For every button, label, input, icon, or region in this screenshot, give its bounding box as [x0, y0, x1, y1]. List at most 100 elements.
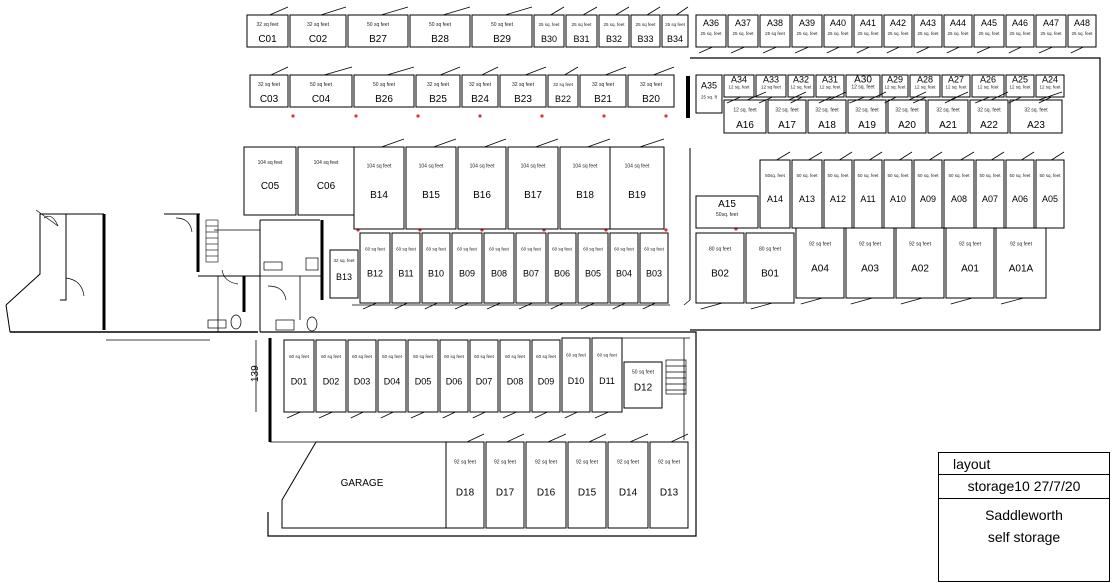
unit-id: B29: [493, 34, 511, 45]
unit-door: [750, 302, 773, 310]
unit-outline: [767, 99, 807, 134]
unit-id: B34: [667, 34, 683, 44]
unit-id: A06: [1012, 194, 1028, 204]
unit-id: B03: [646, 268, 662, 278]
unit-outline: [695, 14, 727, 48]
unit-door: [869, 151, 883, 161]
unit-area: 92 sq feet: [959, 242, 982, 248]
unit-id: B24: [471, 94, 489, 105]
unit-id: B28: [431, 34, 449, 45]
unit-outline: [791, 14, 823, 48]
unit-outline: [451, 232, 483, 304]
unit-outline: [969, 99, 1009, 134]
unit-door: [929, 151, 943, 161]
unit-area: 104 sq feet: [573, 164, 598, 170]
unit-area: 12 sq. feet: [1009, 85, 1031, 90]
unit-id: A36: [703, 18, 719, 28]
unit-area: 104 sq feet: [419, 164, 444, 170]
door-markers: [291, 114, 738, 232]
unit-door: [386, 66, 415, 76]
unit-door: [1051, 151, 1065, 161]
unit-id: D18: [456, 487, 475, 498]
unit-area: 50 sq. feet: [827, 173, 849, 178]
unit-id: A05: [1042, 194, 1058, 204]
unit-area: 12 sq. feet: [819, 85, 841, 90]
unit-area: 104 sq feet: [367, 164, 392, 170]
unit-door: [410, 411, 425, 419]
unit-outline: [971, 74, 1005, 98]
unit-door: [588, 433, 607, 443]
unit-area: 60 sq feet: [426, 247, 447, 252]
unit-id: B25: [429, 94, 447, 105]
unit-id: B05: [585, 268, 601, 278]
unit-door: [580, 302, 595, 310]
unit-area: 12 sq. feet: [914, 85, 936, 90]
unit-outline: [630, 14, 661, 48]
unit-outline: [695, 74, 723, 114]
unit-door: [916, 46, 930, 54]
title-company: Saddleworth self storage: [938, 498, 1110, 582]
unit-outline: [723, 74, 755, 98]
unit-outline: [639, 232, 669, 304]
unit-outline: [469, 339, 499, 413]
unit-door: [788, 91, 807, 101]
unit-door: [518, 302, 533, 310]
unit-door: [1038, 46, 1053, 54]
unit-door: [454, 302, 469, 310]
unit-id: B27: [369, 34, 387, 45]
garage-label: GARAGE: [341, 478, 384, 489]
unit-id: A09: [920, 194, 936, 204]
unit-area: 32 sq feet: [592, 82, 615, 88]
unit-area: 50 sq. feet: [948, 173, 970, 178]
unit-area: 60 sq feet: [321, 354, 342, 359]
unit-outline: [598, 14, 630, 48]
unit-outline: [995, 227, 1047, 299]
unit-area: 60 sq feet: [365, 247, 386, 252]
unit-outline: [695, 232, 745, 304]
unit-area: 60 sq feet: [396, 247, 417, 252]
unit-door: [899, 151, 913, 161]
unit-area: 60 sq feet: [644, 247, 665, 252]
unit-area: 25 sq feet: [572, 22, 593, 27]
unit-door: [950, 297, 973, 305]
unit-area: 32 sq. feet: [333, 258, 355, 263]
unit-area: 92 sq feet: [576, 460, 599, 466]
unit-id: A32: [793, 75, 809, 85]
unit-area: 25 sq feet: [636, 22, 657, 27]
unit-id: B12: [367, 268, 383, 278]
unit-outline: [559, 146, 611, 230]
unit-door: [1021, 151, 1035, 161]
unit-door: [949, 91, 969, 101]
unit-id: A24: [1042, 75, 1058, 85]
unit-id: B30: [541, 34, 557, 44]
unit-id: A04: [811, 263, 829, 274]
unit-area: 50 sq feet: [491, 22, 514, 28]
unit-door: [868, 91, 887, 101]
unit-id: A39: [799, 18, 815, 28]
unit-door: [960, 151, 975, 161]
unit-door: [381, 138, 405, 148]
building-walls: [5, 57, 1101, 537]
unit-door: [900, 297, 923, 305]
unit-area: 104 sq feet: [258, 160, 283, 166]
unit-id: A45: [981, 18, 997, 28]
unit-id: A37: [735, 18, 751, 28]
